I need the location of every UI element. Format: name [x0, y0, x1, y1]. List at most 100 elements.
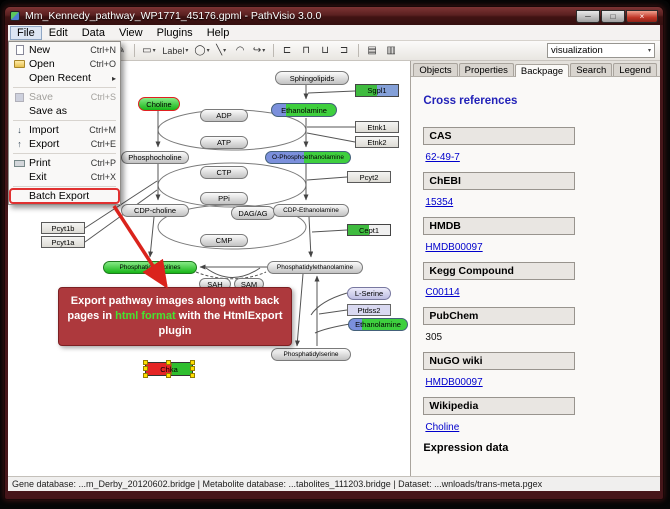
pathway-node-cept1[interactable]: Cept1	[347, 224, 391, 236]
selection-handle[interactable]	[143, 373, 148, 378]
pathway-node-adp[interactable]: ADP	[200, 109, 248, 122]
pathway-edge	[307, 90, 356, 94]
maximize-button[interactable]: □	[601, 9, 625, 23]
pathway-node-ctp[interactable]: CTP	[200, 166, 248, 179]
align-top-button[interactable]: ⊓	[298, 43, 315, 59]
node-label: Pcyt1a	[51, 237, 75, 247]
crossref-link[interactable]: HMDB00097	[425, 242, 483, 253]
pathway-node-etnk1[interactable]: Etnk1	[355, 121, 399, 133]
pathway-node-pcyt1b[interactable]: Pcyt1b	[41, 222, 85, 234]
pathway-node-l-serine[interactable]: L-Serine	[347, 287, 391, 300]
chevron-down-icon: ▾	[223, 48, 227, 54]
pathway-node-phosphatidylcholines[interactable]: Phosphatidylcholines	[103, 261, 197, 274]
pathway-edge	[195, 271, 267, 280]
toolbar-separator	[272, 44, 274, 57]
crossref-link[interactable]: C00114	[425, 287, 460, 298]
shortcut-text: Ctrl+P	[90, 158, 116, 168]
close-button[interactable]: ×	[626, 9, 658, 23]
label-tool[interactable]: Label▾	[159, 43, 191, 59]
pathway-node-ptdss2[interactable]: Ptdss2	[347, 304, 391, 316]
node-label: L-Serine	[354, 289, 384, 298]
selection-handle[interactable]	[190, 366, 195, 371]
menu-plugins[interactable]: Plugins	[156, 26, 193, 39]
connector-tool[interactable]: ↪▾	[251, 43, 268, 59]
line-tool[interactable]: ╲▾	[213, 43, 230, 59]
pathway-node-choline[interactable]: Choline	[138, 97, 180, 111]
label-tool-icon: Label	[162, 45, 185, 56]
tab-legend[interactable]: Legend	[613, 63, 657, 76]
menu-file[interactable]: File	[10, 25, 42, 40]
tab-search[interactable]: Search	[570, 63, 613, 76]
datanode-tool[interactable]: ▭▾	[140, 43, 157, 59]
selection-handle[interactable]	[190, 373, 195, 378]
title-bar[interactable]: Mm_Kennedy_pathway_WP1771_45176.gpml - P…	[5, 7, 663, 25]
crossref-link[interactable]: HMDB00097	[425, 377, 483, 388]
pathway-node-atp[interactable]: ATP	[200, 136, 248, 149]
pathway-node-sphingolipids[interactable]: Sphingolipids	[275, 71, 349, 85]
menu-edit[interactable]: Edit	[48, 26, 68, 39]
crossref-link[interactable]: 62-49-7	[425, 152, 460, 163]
node-label: SAH	[207, 279, 223, 289]
selection-handle[interactable]	[190, 360, 195, 365]
pathway-node-cdp-ethanolamine[interactable]: CDP-Ethanolamine	[273, 204, 349, 217]
file-menu-item-open-recent[interactable]: Open Recent▸	[10, 71, 119, 85]
stack-horizontal-button[interactable]: ▥	[383, 43, 400, 59]
node-label: Ptdss2	[357, 305, 381, 315]
menu-view[interactable]: View	[118, 26, 143, 39]
visualization-combobox[interactable]: visualization ▾	[547, 43, 655, 58]
pathway-node-cdp-choline[interactable]: CDP-choline	[121, 204, 189, 217]
minimize-button[interactable]: ─	[576, 9, 600, 23]
pathway-node-ethanolamine[interactable]: Ethanolamine	[271, 103, 337, 117]
crossref-link[interactable]: Choline	[425, 422, 460, 433]
align-right-button[interactable]: ⊐	[336, 43, 353, 59]
selection-handle[interactable]	[166, 373, 171, 378]
file-menu-item-batch-export[interactable]: Batch Export	[9, 188, 120, 204]
crossref-link[interactable]: 15354	[425, 197, 454, 208]
pathway-node-phosphatidylethanolamine[interactable]: Phosphatidylethanolamine	[267, 261, 363, 274]
pathway-node-ppi[interactable]: PPi	[200, 192, 248, 205]
arc-tool[interactable]: ◠	[232, 43, 249, 59]
pathway-node-pcyt1a[interactable]: Pcyt1a	[41, 236, 85, 248]
selection-handle[interactable]	[143, 366, 148, 371]
align-bottom-button[interactable]: ⊔	[317, 43, 334, 59]
selection-handle[interactable]	[143, 360, 148, 365]
tab-backpage[interactable]: Backpage	[514, 64, 570, 77]
pathway-node-phosphatidylserine[interactable]: Phosphatidylserine	[271, 348, 351, 361]
pathway-node-ethanolamine[interactable]: Ethanolamine	[348, 318, 408, 331]
menu-help[interactable]: Help	[206, 26, 230, 39]
menu-data[interactable]: Data	[81, 26, 105, 39]
tab-properties[interactable]: Properties	[458, 63, 514, 76]
pathway-node-phosphocholine[interactable]: Phosphocholine	[121, 151, 189, 164]
stack-vertical-button[interactable]: ▤	[364, 43, 381, 59]
tab-objects[interactable]: Objects	[413, 63, 458, 76]
node-label: Chka	[160, 364, 178, 374]
node-label: PPi	[218, 194, 230, 203]
pathway-node-etnk2[interactable]: Etnk2	[355, 136, 399, 148]
pathway-node-dag-ag[interactable]: DAG/AG	[231, 206, 275, 220]
pathway-node-cmp[interactable]: CMP	[200, 234, 248, 247]
pathway-node-pcyt2[interactable]: Pcyt2	[347, 171, 391, 183]
node-label: Etnk2	[367, 137, 387, 147]
pathway-node-sgpl1[interactable]: Sgpl1	[355, 84, 399, 97]
pathway-node-chka[interactable]: Chka	[143, 360, 195, 378]
align-left-button[interactable]: ⊏	[279, 43, 296, 59]
node-label: CDP-choline	[133, 206, 177, 215]
shape-tool[interactable]: ◯▾	[193, 43, 210, 59]
file-menu-item-save-as[interactable]: Save as	[10, 104, 119, 118]
tool-buttons: ✎▭▾Label▾◯▾╲▾◠↪▾⊏⊓⊔⊐▤▥	[112, 43, 399, 59]
open-folder-icon	[13, 60, 26, 68]
pathway-node-o-phosphoethanolamine[interactable]: O-Phosphoethanolamine	[265, 151, 351, 164]
selection-handle[interactable]	[166, 360, 171, 365]
